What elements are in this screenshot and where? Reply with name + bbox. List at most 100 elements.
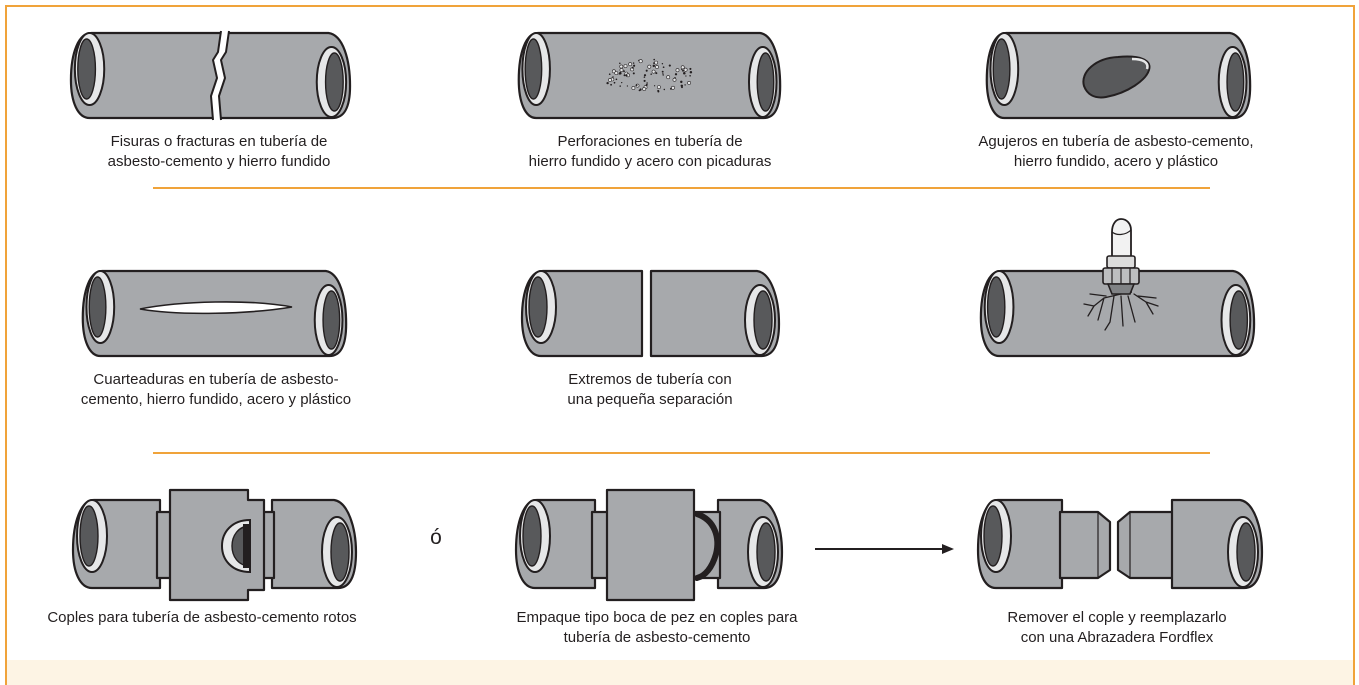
pipe-right [270, 498, 358, 590]
cracked-pipe-illustration [69, 30, 352, 121]
pipe-left [976, 498, 1064, 590]
caption-line: hierro fundido y acero con picaduras [528, 153, 772, 170]
perforation-dot [618, 73, 621, 75]
or-label: ó [430, 526, 442, 549]
perforation-dot [619, 68, 624, 72]
perforation-dot [625, 74, 628, 77]
perforation-dot [608, 78, 612, 82]
tap-cracks [1083, 293, 1159, 331]
perforation-dot [685, 75, 687, 77]
pipe-left [514, 498, 597, 590]
perforation-dot [654, 60, 659, 65]
perforation-dot [662, 74, 664, 76]
caption-coupling-gasket: Empaque tipo boca de pez en coples para … [457, 608, 857, 648]
perforation-dot [638, 59, 643, 64]
caption-perforated-pipe: Perforaciones en tubería de hierro fundi… [450, 132, 850, 172]
perforation-dot [655, 65, 659, 69]
tapered-end-right [1116, 510, 1176, 580]
perforation-dot [633, 64, 636, 67]
perforation-dot [623, 74, 626, 77]
perforation-dot [680, 80, 683, 84]
pipe-end-left [520, 269, 644, 358]
perforation-dot [643, 74, 647, 77]
tapered-end-left [1058, 510, 1112, 580]
perforation-dot [628, 62, 633, 67]
caption-line: una pequeña separación [567, 391, 733, 408]
perforation-cluster [606, 58, 693, 93]
fishmouth-gasket [694, 511, 721, 581]
caption-cracked-pipe: Fisuras o fracturas en tubería de asbest… [19, 132, 419, 172]
figure-frame [5, 5, 1355, 685]
pipe-right [1170, 498, 1264, 590]
pipe-with-service-tap-illustration [979, 218, 1256, 358]
caption-line: Perforaciones en tubería de [557, 133, 743, 150]
perforation-dot [606, 81, 609, 85]
caption-line: asbesto-cemento y hierro fundido [107, 153, 331, 170]
pipe-left [71, 498, 162, 590]
perforation-dot [632, 72, 635, 75]
perforation-dot [671, 85, 675, 90]
perforation-dot [655, 72, 658, 75]
perforation-dot [666, 75, 671, 80]
pipe [517, 31, 782, 120]
perforation-dot [653, 85, 656, 87]
perforation-dot [612, 76, 614, 78]
caption-broken-coupling: Coples para tubería de asbesto-cemento r… [2, 608, 402, 628]
perforation-dot [635, 84, 638, 87]
perforation-dot [682, 69, 684, 72]
caption-line: Extremos de tubería con [568, 371, 732, 388]
perforation-dot [662, 66, 665, 69]
coupling [168, 488, 266, 602]
perforation-dot [657, 89, 660, 92]
perforation-dot [652, 64, 656, 68]
broken-coupling-illustration [71, 488, 358, 602]
caption-line: Cuarteaduras en tubería de asbesto- [93, 371, 339, 388]
perforation-dot [680, 65, 685, 70]
perforation-dot [653, 62, 655, 64]
perforation-dot [653, 58, 655, 61]
perforation-dot [661, 70, 664, 73]
perforation-dot [610, 83, 612, 86]
caption-pipe-with-hole: Agujeros en tubería de asbesto-cemento, … [916, 132, 1316, 172]
perforation-dot [647, 64, 652, 69]
perforation-dot [623, 70, 625, 73]
perforation-dot [687, 81, 692, 85]
caption-line: hierro fundido, acero y plástico [1013, 153, 1219, 170]
perforation-dot [643, 79, 646, 82]
perforation-dot [683, 72, 686, 75]
service-tap [1102, 218, 1140, 295]
caption-line: Remover el cople y reemplazarlo [1007, 609, 1227, 626]
perforation-dot [663, 88, 666, 91]
pipe [69, 31, 352, 120]
perforation-dot [680, 84, 684, 88]
perforation-dot [642, 87, 647, 91]
perforation-dot [662, 73, 664, 75]
split-pipe-illustration [81, 269, 348, 358]
longitudinal-split [139, 301, 293, 315]
perforation-dot [608, 73, 611, 76]
perforation-dot [657, 85, 661, 90]
perforation-dot [631, 86, 636, 90]
caption-line: Coples para tubería de asbesto-cemento r… [47, 609, 357, 626]
separated-pipe-ends-illustration [520, 269, 781, 358]
perforation-dot [683, 67, 688, 72]
caption-separated-ends: Extremos de tubería con una pequeña sepa… [450, 370, 850, 410]
caption-line: Empaque tipo boca de pez en coples para [516, 609, 798, 626]
perforation-dot [675, 68, 680, 73]
caption-line: con una Abrazadera Fordflex [1020, 629, 1214, 646]
perforation-dot [681, 68, 683, 71]
perforation-dot [613, 81, 616, 84]
hole-highlight [1131, 57, 1149, 70]
perforation-dot [631, 66, 634, 69]
perforated-pipe-illustration [517, 31, 782, 120]
footer-band [7, 660, 1353, 685]
coupling [605, 488, 696, 602]
perforation-dot [619, 85, 621, 87]
perforation-dot [651, 69, 656, 74]
perforation-dot [650, 73, 652, 75]
perforation-dot [689, 70, 693, 74]
pipe-with-hole-illustration [985, 31, 1252, 120]
caption-line: cemento, hierro fundido, acero y plástic… [80, 391, 352, 408]
caption-line: tubería de asbesto-cemento [563, 629, 751, 646]
